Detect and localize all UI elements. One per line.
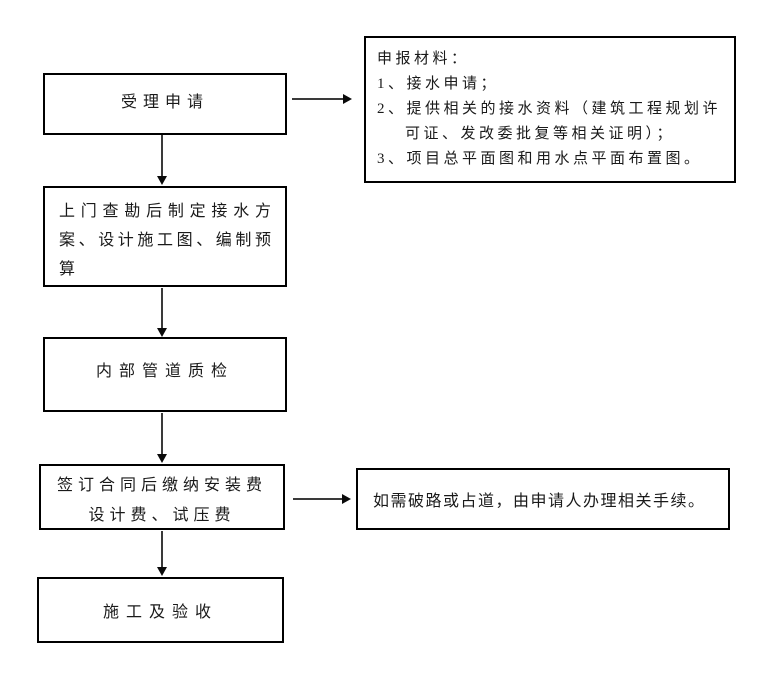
note-application-materials: 申报材料： 1、接水申请； 2、提供相关的接水资料（建筑工程规划许 可证、发改委… [364, 36, 736, 183]
flow-step-survey-design-line-1: 上门查勘后制定接水方 [59, 203, 271, 220]
flow-step-construction-acceptance: 施工及验收 [37, 577, 284, 643]
flow-step-accept-application: 受理申请 [43, 73, 287, 135]
arrow-inspection-to-contract-line [161, 413, 163, 454]
arrow-down-icon [157, 567, 167, 576]
arrow-contract-to-road-note [293, 494, 351, 504]
flow-step-survey-design-line-2: 案、设计施工图、编制预 [59, 232, 271, 249]
flow-step-pipe-inspection: 内部管道质检 [43, 337, 287, 412]
arrow-contract-to-construction [156, 531, 168, 576]
materials-note-item-3: 3、项目总平面图和用水点平面布置图。 [377, 151, 703, 167]
materials-note-title: 申报材料： [377, 51, 470, 67]
arrow-accept-to-materials-line [292, 98, 343, 100]
materials-note-item-2-continued: 可证、发改委批复等相关证明）； [405, 126, 676, 142]
arrow-accept-to-survey-line [161, 135, 163, 176]
arrow-contract-to-construction-line [161, 531, 163, 567]
flow-step-survey-design-line-3: 算 [59, 261, 76, 278]
flow-step-contract-fees: 签订合同后缴纳安装费 设计费、试压费 [39, 464, 285, 530]
flow-step-accept-application-label: 受理申请 [120, 94, 209, 111]
arrow-right-icon [343, 94, 352, 104]
materials-note-item-2: 2、提供相关的接水资料（建筑工程规划许 [377, 101, 722, 117]
arrow-down-icon [157, 176, 167, 185]
arrow-accept-to-survey [156, 135, 168, 185]
note-road-occupation: 如需破路或占道，由申请人办理相关手续。 [356, 468, 730, 530]
arrow-down-icon [157, 328, 167, 337]
note-road-occupation-text: 如需破路或占道，由申请人办理相关手续。 [373, 493, 706, 510]
flow-step-contract-fees-line-1: 签订合同后缴纳安装费 [56, 477, 267, 494]
arrow-inspection-to-contract [156, 413, 168, 463]
flow-step-contract-fees-line-2: 设计费、试压费 [88, 507, 236, 524]
arrow-survey-to-inspection-line [161, 288, 163, 328]
arrow-survey-to-inspection [156, 288, 168, 337]
flow-step-survey-design: 上门查勘后制定接水方 案、设计施工图、编制预 算 [43, 186, 287, 287]
flow-step-construction-acceptance-label: 施工及验收 [102, 604, 218, 621]
flow-step-pipe-inspection-label: 内部管道质检 [95, 363, 234, 380]
arrow-contract-to-road-line [293, 498, 342, 500]
arrow-right-icon [342, 494, 351, 504]
materials-note-item-1: 1、接水申请； [377, 76, 500, 92]
arrow-accept-to-materials-note [292, 94, 352, 104]
arrow-down-icon [157, 454, 167, 463]
